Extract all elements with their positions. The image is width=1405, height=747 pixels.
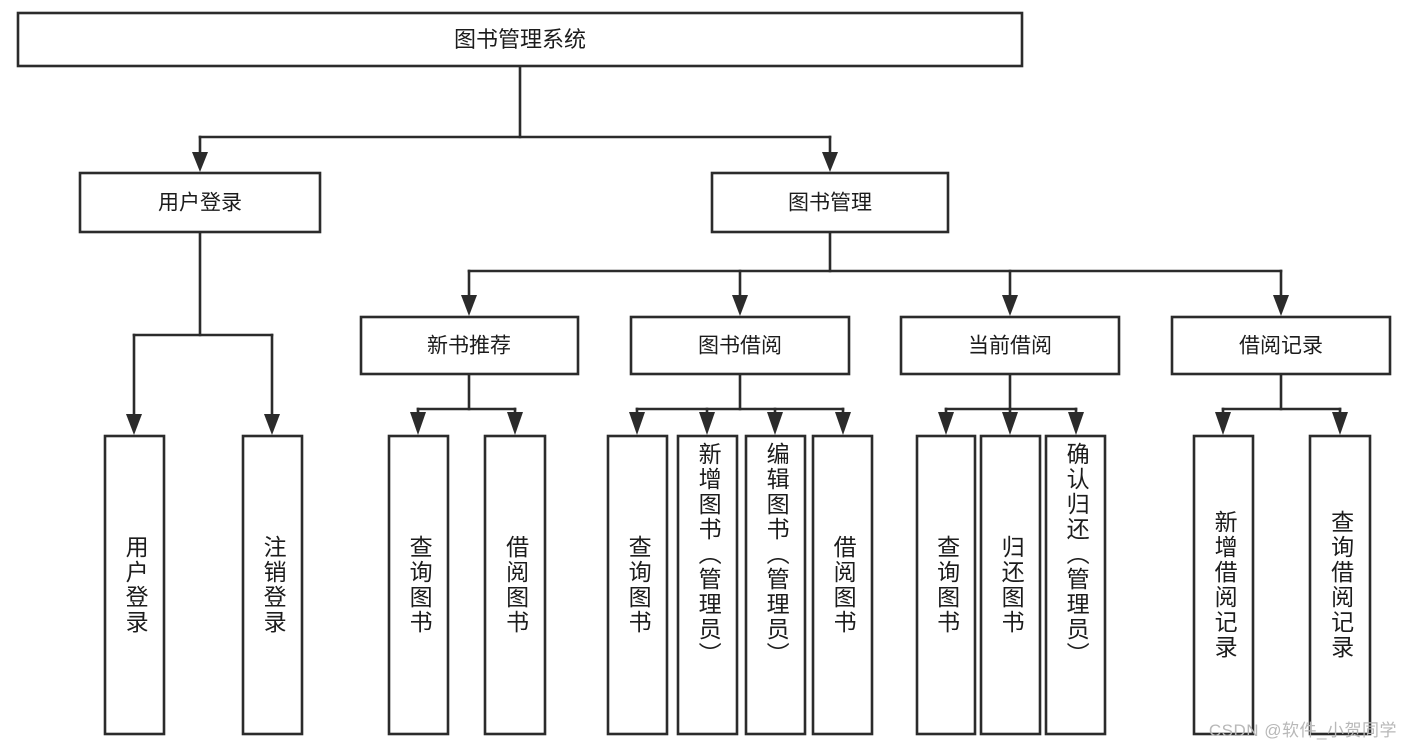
- leaf-box-bb-add-book[interactable]: [676, 434, 739, 736]
- arrowhead-to-book-management: [822, 152, 838, 172]
- leaf-box-cb-return-book[interactable]: [979, 434, 1042, 736]
- node-book-management-box[interactable]: [710, 171, 950, 234]
- arrowhead-new-book-rec: [461, 295, 477, 316]
- node-borrow-record[interactable]: 借阅记录: [1170, 315, 1392, 376]
- arrowhead-book-borrow: [732, 295, 748, 316]
- leaf-box-logout[interactable]: [241, 434, 304, 736]
- arrowhead-borrow-record: [1273, 295, 1289, 316]
- node-current-borrow[interactable]: 当前借阅: [899, 315, 1121, 376]
- leaf-box-bb-query-book[interactable]: [606, 434, 669, 736]
- leaf-box-cb-confirm-return[interactable]: [1044, 434, 1107, 736]
- arrowhead-bb-add: [699, 412, 715, 435]
- node-book-borrow-box[interactable]: [629, 315, 851, 376]
- node-new-book-recommend-label: 新书推荐: [427, 335, 511, 358]
- arrowhead-bb-edit: [767, 412, 783, 435]
- arrowhead-to-user-login: [192, 152, 208, 172]
- node-new-book-recommend-box[interactable]: [359, 315, 580, 376]
- arrowhead-leaf-logout: [264, 414, 280, 435]
- node-current-borrow-label: 当前借阅: [968, 335, 1052, 358]
- arrowhead-br-query: [1332, 412, 1348, 435]
- leaf-box-nbr-query-book[interactable]: [387, 434, 450, 736]
- leaf-box-user-login[interactable]: [103, 434, 166, 736]
- node-root-label: 图书管理系统: [454, 27, 586, 52]
- leaf-box-bb-edit-book[interactable]: [744, 434, 807, 736]
- node-book-management[interactable]: 图书管理: [710, 171, 950, 234]
- node-book-borrow-label: 图书借阅: [698, 335, 782, 358]
- node-new-book-recommend[interactable]: 新书推荐: [359, 315, 580, 376]
- arrowhead-bb-query: [629, 412, 645, 435]
- csdn-watermark: CSDN @软件_小贺同学: [1208, 721, 1397, 740]
- leaf-box-br-query-record[interactable]: [1308, 434, 1372, 736]
- node-borrow-record-label: 借阅记录: [1239, 335, 1323, 358]
- node-book-management-label: 图书管理: [788, 192, 872, 215]
- arrowhead-cb-return: [1002, 412, 1018, 435]
- arrowhead-br-add: [1215, 412, 1231, 435]
- arrowhead-leaf-user-login: [126, 414, 142, 435]
- node-book-borrow[interactable]: 图书借阅: [629, 315, 851, 376]
- arrowhead-cb-confirm: [1068, 412, 1084, 435]
- node-user-login-box[interactable]: [78, 171, 322, 234]
- arrowhead-bb-borrow: [835, 412, 851, 435]
- node-borrow-record-box[interactable]: [1170, 315, 1392, 376]
- node-user-login-label: 用户登录: [158, 192, 242, 215]
- node-user-login[interactable]: 用户登录: [78, 171, 322, 234]
- leaf-box-br-add-record[interactable]: [1192, 434, 1255, 736]
- arrowhead-nbr-query: [410, 412, 426, 435]
- arrowhead-nbr-borrow: [507, 412, 523, 435]
- leaf-box-bb-borrow-book[interactable]: [811, 434, 874, 736]
- node-current-borrow-box[interactable]: [899, 315, 1121, 376]
- arrowhead-current-borrow: [1002, 295, 1018, 316]
- arrowhead-cb-query: [938, 412, 954, 435]
- leaf-box-nbr-borrow-book[interactable]: [483, 434, 547, 736]
- connector-group: [126, 64, 1348, 435]
- node-root-system[interactable]: 图书管理系统: [16, 11, 1024, 68]
- leaf-box-cb-query-book[interactable]: [915, 434, 977, 736]
- node-root-box[interactable]: [16, 11, 1024, 68]
